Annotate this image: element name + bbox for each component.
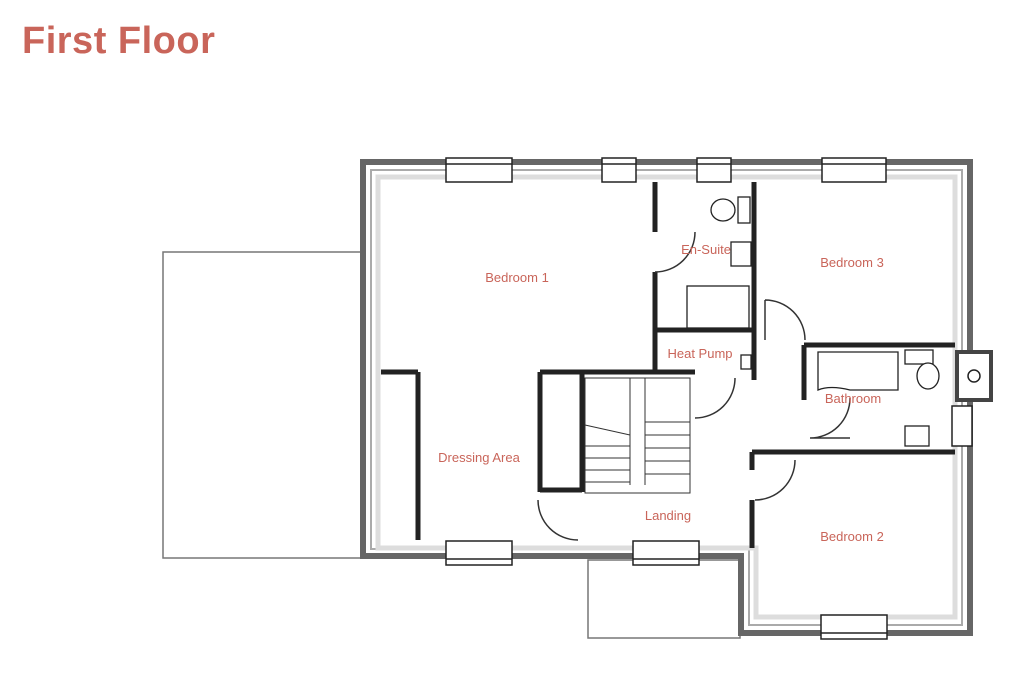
ensuite-basin bbox=[730, 241, 752, 267]
window-bedroom3 bbox=[821, 157, 887, 183]
ensuite-toilet bbox=[710, 198, 736, 222]
staircase bbox=[584, 377, 691, 494]
window-bedroom2 bbox=[820, 614, 888, 640]
window-bedroom1-a bbox=[445, 157, 513, 183]
page-title: First Floor bbox=[22, 20, 216, 62]
window-dressing bbox=[445, 540, 513, 566]
bathtub bbox=[817, 351, 899, 391]
ensuite-cistern bbox=[737, 196, 751, 224]
window-landing bbox=[632, 540, 700, 566]
window-bedroom1-b bbox=[601, 157, 637, 183]
adjacent-ground-floor-outline bbox=[162, 251, 364, 559]
room-label-ensuite: En-Suite bbox=[681, 242, 731, 257]
door-ensuite bbox=[654, 231, 696, 273]
room-label-dressing-area: Dressing Area bbox=[438, 450, 520, 465]
bathroom-toilet bbox=[916, 362, 940, 390]
windows bbox=[445, 157, 973, 640]
door-bedroom3 bbox=[764, 299, 806, 341]
door-heat-pump bbox=[694, 377, 736, 419]
heat-pump-unit bbox=[740, 354, 752, 370]
room-label-bedroom2: Bedroom 2 bbox=[820, 529, 884, 544]
external-walls bbox=[360, 159, 973, 636]
room-label-heat-pump: Heat Pump bbox=[667, 346, 732, 361]
door-bedroom2 bbox=[754, 459, 796, 501]
doors bbox=[537, 231, 851, 541]
flue bbox=[955, 350, 993, 402]
room-label-bathroom: Bathroom bbox=[825, 391, 881, 406]
room-label-bedroom3: Bedroom 3 bbox=[820, 255, 884, 270]
door-dressing bbox=[537, 499, 579, 541]
fixtures bbox=[686, 196, 940, 447]
window-bathroom bbox=[951, 405, 973, 447]
internal-walls bbox=[381, 182, 955, 548]
door-bathroom bbox=[809, 397, 851, 439]
bathroom-basin bbox=[904, 425, 930, 447]
room-label-landing: Landing bbox=[645, 508, 691, 523]
bathroom-cistern bbox=[904, 349, 934, 365]
porch-outline bbox=[587, 559, 741, 639]
window-ensuite bbox=[696, 157, 732, 183]
ensuite-shower-tray bbox=[686, 285, 750, 329]
room-label-bedroom1: Bedroom 1 bbox=[485, 270, 549, 285]
